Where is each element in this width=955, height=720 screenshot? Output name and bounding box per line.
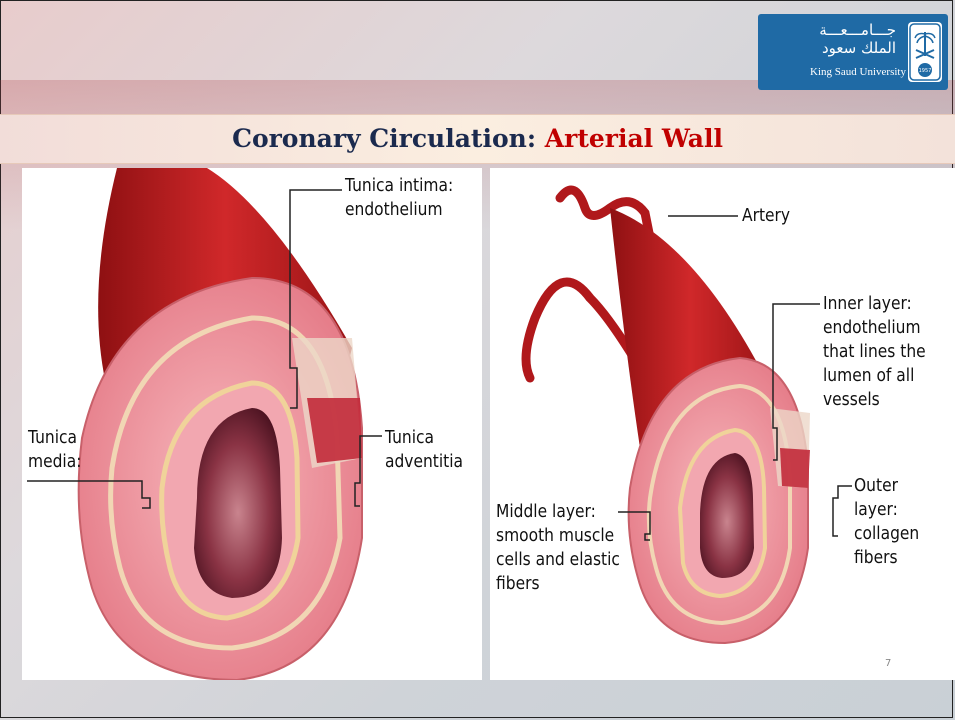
title-part-highlight: Arterial Wall xyxy=(545,124,723,153)
right-artery-diagram: Artery Inner layer: endothelium that lin… xyxy=(490,168,955,680)
label-tunica-adventitia: Tunica adventitia xyxy=(385,426,463,474)
left-artery-diagram: Tunica intima: endothelium Tunica media:… xyxy=(22,168,482,680)
label-middle-layer: Middle layer: smooth muscle cells and el… xyxy=(496,500,620,596)
logo-arabic-line1: جـــامـــعـــة xyxy=(768,22,896,38)
label-tunica-intima: Tunica intima: endothelium xyxy=(345,174,453,222)
label-artery: Artery xyxy=(742,204,790,228)
left-artery-illustration xyxy=(22,168,482,680)
title-bar: Coronary Circulation: Arterial Wall xyxy=(0,114,955,164)
slide-title: Coronary Circulation: Arterial Wall xyxy=(0,115,955,163)
page-number: 7 xyxy=(885,658,891,669)
label-outer-layer: Outer layer: collagen fibers xyxy=(854,474,941,570)
emblem-year: 1957 xyxy=(919,68,932,74)
right-artery-illustration xyxy=(490,168,955,680)
logo-english-name: King Saud University xyxy=(766,66,906,78)
palm-emblem-icon: 1957 xyxy=(908,22,942,82)
label-tunica-media: Tunica media: xyxy=(28,426,81,474)
title-part-main: Coronary Circulation: xyxy=(232,124,545,153)
logo-arabic-line2: الملك سعود xyxy=(768,40,896,56)
label-inner-layer: Inner layer: endothelium that lines the … xyxy=(823,292,926,412)
university-logo: جـــامـــعـــة الملك سعود King Saud Univ… xyxy=(758,14,948,90)
